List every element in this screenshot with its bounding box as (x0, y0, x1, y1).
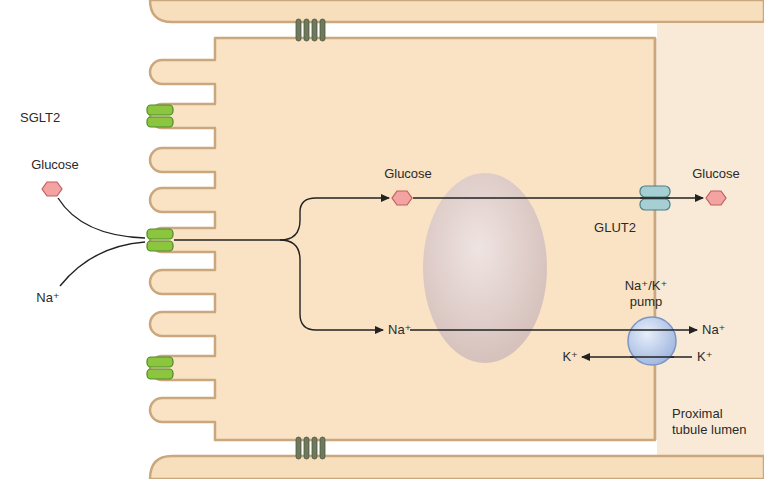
glut2-transporter (640, 186, 670, 210)
nucleus (423, 173, 547, 363)
neighbour-cell (150, 456, 764, 479)
ion-label: Na⁺ (388, 322, 411, 338)
tight-junction (296, 19, 325, 459)
molecule-label: Glucose (384, 166, 432, 182)
basolateral-membrane (654, 38, 657, 440)
ion-label: K⁺ (697, 349, 713, 365)
region-label: Proximal tubule lumen (672, 406, 758, 438)
molecule-label: Glucose (31, 157, 79, 173)
ion-label: Na⁺ (36, 290, 59, 306)
neighbour-cell (150, 0, 764, 22)
flow-arrow (640, 197, 670, 198)
sglt2-transporter (147, 105, 173, 379)
flow-arrow (58, 198, 703, 357)
flow-arrow (630, 330, 674, 357)
transporter-label: GLUT2 (594, 220, 636, 236)
tubule-cell (150, 38, 655, 440)
transporter-label: SGLT2 (20, 110, 60, 126)
pump-symbol (628, 317, 676, 365)
pump-label: Na⁺/K⁺ pump (615, 278, 677, 310)
molecule-label: Glucose (692, 166, 740, 182)
glucose-molecule (42, 182, 726, 205)
ion-label: Na⁺ (702, 322, 725, 338)
interstitial-space (657, 24, 764, 455)
ion-label: K⁺ (562, 349, 578, 365)
